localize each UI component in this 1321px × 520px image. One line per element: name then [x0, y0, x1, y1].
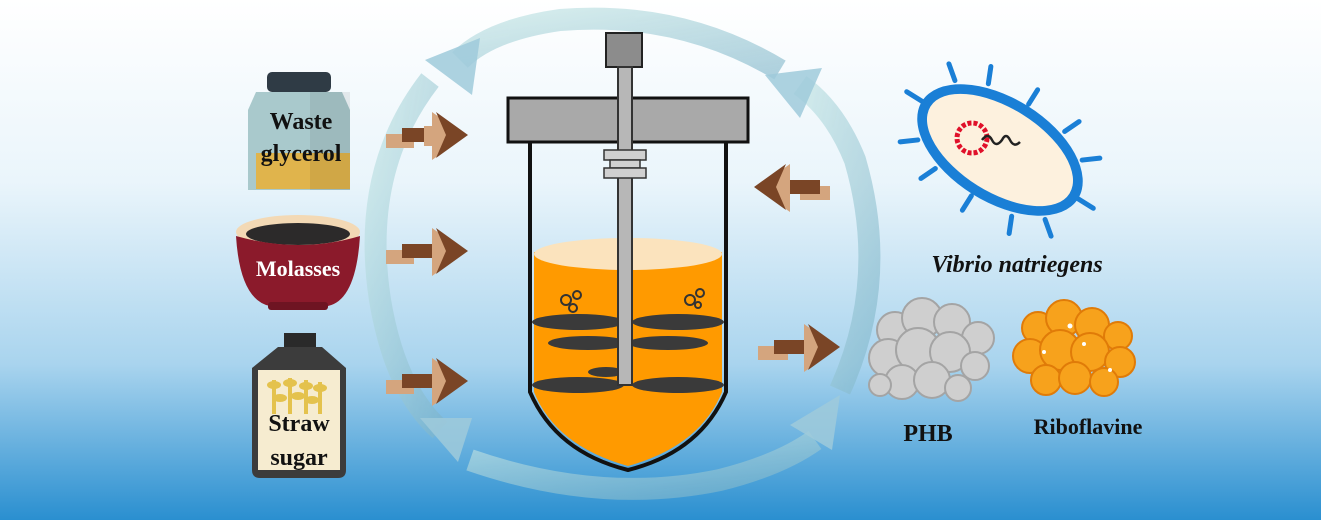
vessel-outline — [528, 142, 728, 473]
bubbles — [560, 288, 705, 313]
arrow-organism-in — [754, 164, 830, 212]
shaft — [617, 66, 633, 386]
riboflavin-label: Riboflavine — [1033, 414, 1143, 439]
cycle-head-right — [765, 68, 822, 118]
arrow-products-out — [758, 324, 840, 372]
vibrio-cell-icon — [897, 61, 1103, 239]
cycle-arrowheads — [420, 38, 840, 462]
cycle-head-left — [420, 418, 472, 462]
input-arrows — [386, 112, 840, 406]
cycle-arc-top — [452, 7, 786, 80]
cycle-arrows — [364, 7, 881, 500]
glycerol-label-line2: glycerol — [260, 141, 342, 167]
cycle-head-bottom — [790, 395, 840, 450]
cycle-head-top — [425, 38, 480, 95]
dna-coil-icon — [981, 134, 1021, 146]
cycle-arc-bottom — [466, 430, 822, 500]
organism-label: Vibrio natriegens — [931, 252, 1103, 278]
molasses-label: Molasses — [255, 256, 341, 281]
molasses-bowl-icon — [236, 215, 360, 310]
riboflavin-granules-icon — [1012, 299, 1136, 397]
coupling-1 — [603, 149, 647, 161]
straw-label-line2: sugar — [270, 445, 328, 471]
impellers — [532, 314, 724, 393]
bioreactor-icon — [506, 32, 750, 473]
arrow-molasses — [386, 228, 468, 276]
plasmid-icon — [954, 120, 990, 156]
coupling-2 — [609, 159, 641, 169]
straw-sugar-bottle-icon — [252, 333, 346, 478]
glycerol-jar-icon — [248, 72, 350, 190]
straw-label-line1: Straw — [268, 411, 330, 437]
arrow-straw — [386, 358, 468, 406]
coupling-3 — [603, 167, 647, 179]
riboflavin-sparkles — [1042, 323, 1112, 372]
arrow-glycerol — [386, 112, 468, 160]
phb-granules-icon — [868, 297, 995, 402]
cycle-arc-left — [364, 73, 448, 439]
cycle-arc-right — [793, 76, 881, 395]
phb-label: PHB — [903, 421, 953, 447]
glycerol-label-line1: Waste — [269, 109, 333, 135]
motor — [605, 32, 643, 68]
